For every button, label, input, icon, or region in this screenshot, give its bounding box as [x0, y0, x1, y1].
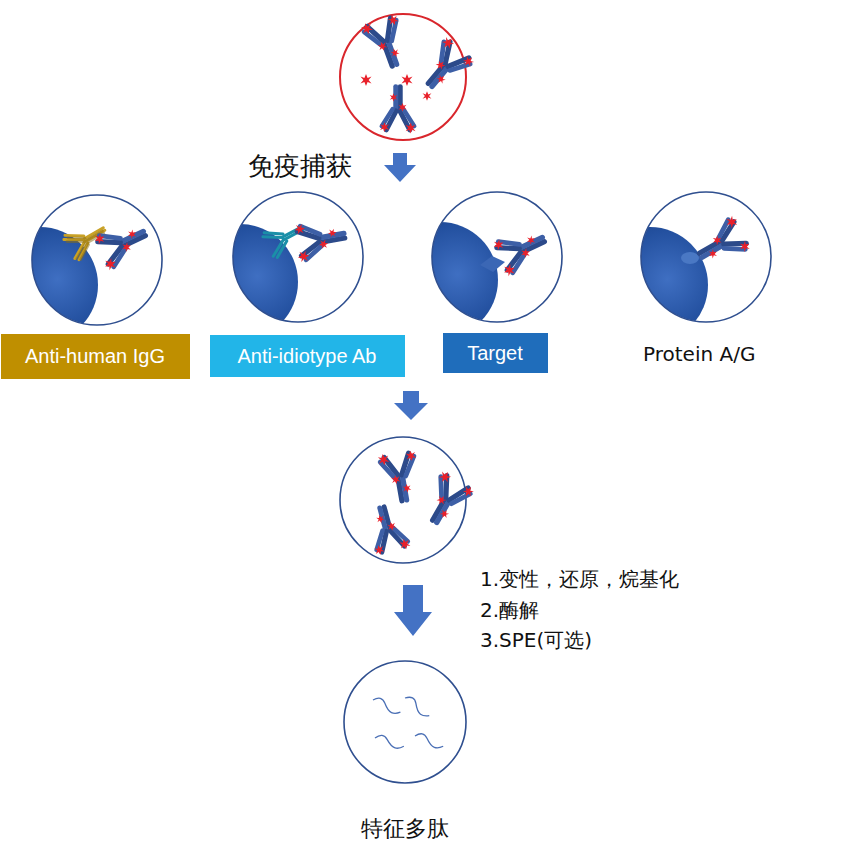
peptide-fragment: [414, 732, 445, 750]
peptide-fragment: [403, 694, 432, 719]
peptide-fragment: [371, 696, 402, 716]
step-item: 2.酶解: [480, 597, 539, 624]
peptide-fragment: [374, 734, 405, 751]
step-label: 免疫捕获: [248, 149, 352, 184]
capture-circle: [592, 192, 771, 343]
reagent-label: Protein A/G: [643, 342, 755, 366]
result-caption: 特征多肽: [343, 814, 467, 844]
sample-circle: [340, 12, 476, 140]
peptide-circle: 特征多肽: [343, 660, 467, 784]
capture-circle: [0, 195, 162, 343]
circle-outline: [343, 660, 467, 784]
tag-text: Target: [467, 342, 523, 365]
capture-reagent-tag: Anti-human IgG: [1, 334, 190, 379]
tag-text: Anti-idiotype Ab: [238, 345, 377, 368]
capture-reagent-tag: Anti-idiotype Ab: [210, 335, 405, 377]
eluted-circle: [340, 437, 476, 563]
capture-circle: [182, 192, 363, 340]
capture-reagent-tag: Target: [443, 333, 548, 373]
tag-text: Anti-human IgG: [25, 345, 165, 368]
capture-circle: [382, 192, 562, 338]
step-item: 3.SPE(可选): [480, 627, 592, 654]
step-item: 1.变性，还原，烷基化: [480, 566, 679, 593]
